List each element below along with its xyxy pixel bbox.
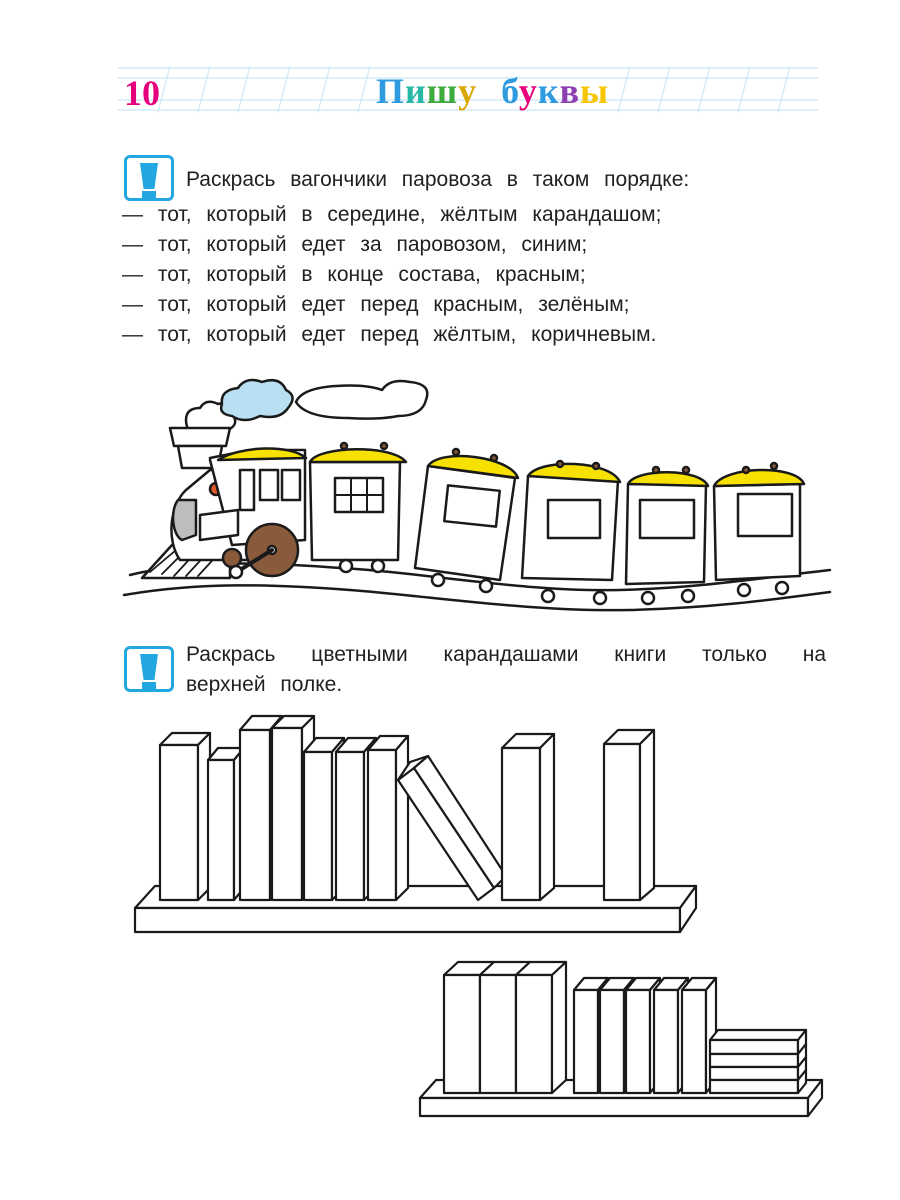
train-wagon	[520, 459, 622, 606]
header-grid	[118, 65, 818, 113]
task1-item: — тот, который в конце состава, красным;	[122, 263, 586, 286]
task2-line: Раскрась цветными карандашами книги толь…	[186, 643, 826, 666]
exclamation-icon	[124, 646, 174, 692]
title-letter: П	[376, 71, 406, 111]
book	[396, 754, 508, 902]
task1-intro: Раскрась вагончики паровоза в таком поря…	[186, 168, 690, 191]
title-letter: ш	[426, 71, 459, 111]
task1-item: — тот, который едет за паровозом, синим;	[122, 233, 588, 256]
title-letter: и	[405, 71, 427, 111]
title-letter: в	[559, 71, 581, 111]
train-wagon	[712, 461, 806, 598]
title-letter: у	[458, 71, 478, 111]
task2-instruction: Раскрась цветными карандашами книги толь…	[186, 640, 826, 700]
locomotive	[140, 426, 308, 580]
task1-item: — тот, который едет перед красным, зелён…	[122, 293, 630, 316]
train-wagon	[624, 465, 710, 606]
book	[602, 728, 656, 902]
task1-item: — тот, который едет перед жёлтым, коричн…	[122, 323, 657, 346]
book	[500, 732, 556, 902]
book	[708, 1068, 808, 1095]
title-letter: б	[501, 71, 519, 111]
exclamation-icon	[124, 155, 174, 201]
train-wagon	[308, 441, 408, 574]
title-letter: у	[518, 71, 538, 111]
steam-cloud	[184, 378, 429, 437]
task2-line: верхней полке.	[186, 673, 343, 696]
task1-item: — тот, который в середине, жёлтым каранд…	[122, 203, 662, 226]
book	[514, 960, 568, 1095]
title-letter: к	[537, 71, 560, 111]
page-number: 10	[124, 73, 160, 113]
task1-list: — тот, который в середине, жёлтым каранд…	[122, 200, 661, 350]
train-illustration	[122, 378, 832, 612]
title-letter: ы	[580, 71, 610, 111]
book	[708, 1028, 808, 1056]
train-wagon	[413, 447, 520, 594]
